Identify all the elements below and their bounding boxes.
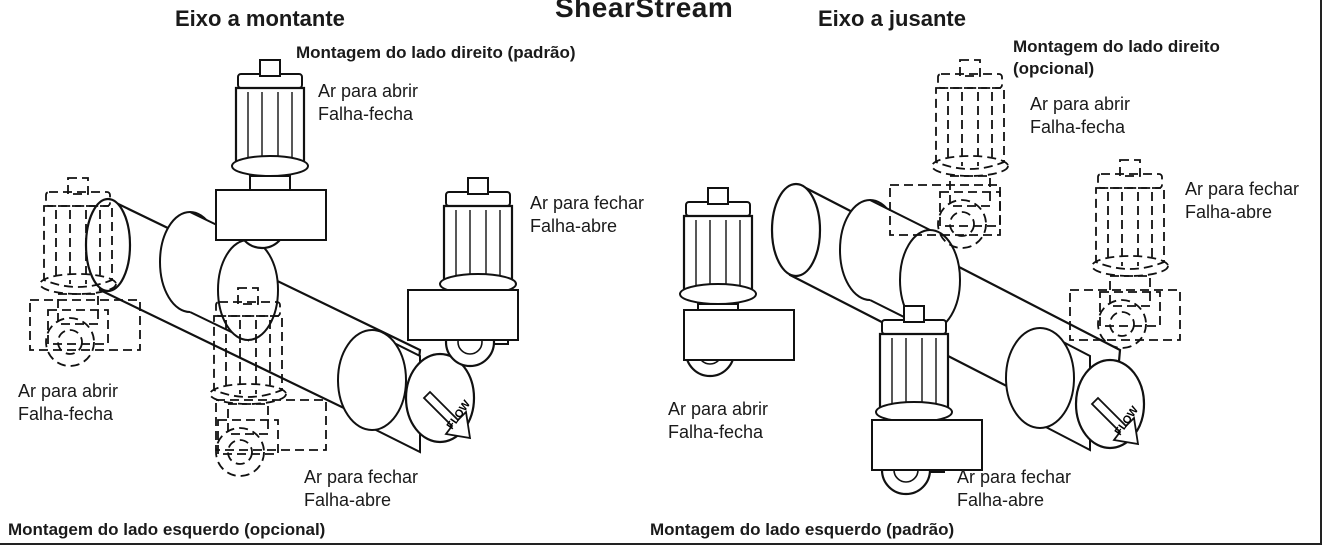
left-valve-left-label: Ar para abrir Falha-fecha <box>18 381 119 425</box>
right-valve-left-label: Ar para abrir Falha-fecha <box>668 399 769 443</box>
right-valve-right-label: Ar para fechar Falha-abre <box>1185 179 1300 223</box>
right-mount-bottom-label: Montagem do lado esquerdo (padrão) <box>650 520 955 539</box>
left-mount-top-label: Montagem do lado direito (padrão) <box>296 43 576 62</box>
left-manifold: FLOW <box>29 58 519 477</box>
right-valve-right <box>1091 159 1169 349</box>
main-title: ShearStream <box>555 0 734 23</box>
right-valve-bottom-label: Ar para fechar Falha-abre <box>957 467 1072 511</box>
left-mount-bottom-label: Montagem do lado esquerdo (opcional) <box>8 520 326 539</box>
right-valve-top <box>931 59 1009 249</box>
right-mount-top-label: Montagem do lado direito (opcional) <box>1013 37 1220 79</box>
right-valve-top-label: Ar para abrir Falha-fecha <box>1030 94 1131 138</box>
left-valve-bottom-label: Ar para fechar Falha-abre <box>304 467 419 511</box>
right-manifold: FLOW <box>678 59 1181 496</box>
left-heading: Eixo a montante <box>175 6 345 31</box>
left-valve-top-label: Ar para abrir Falha-fecha <box>318 81 419 125</box>
left-valve-right-label: Ar para fechar Falha-abre <box>530 193 645 237</box>
right-heading: Eixo a jusante <box>818 6 966 31</box>
left-valve-bottom <box>209 287 287 477</box>
